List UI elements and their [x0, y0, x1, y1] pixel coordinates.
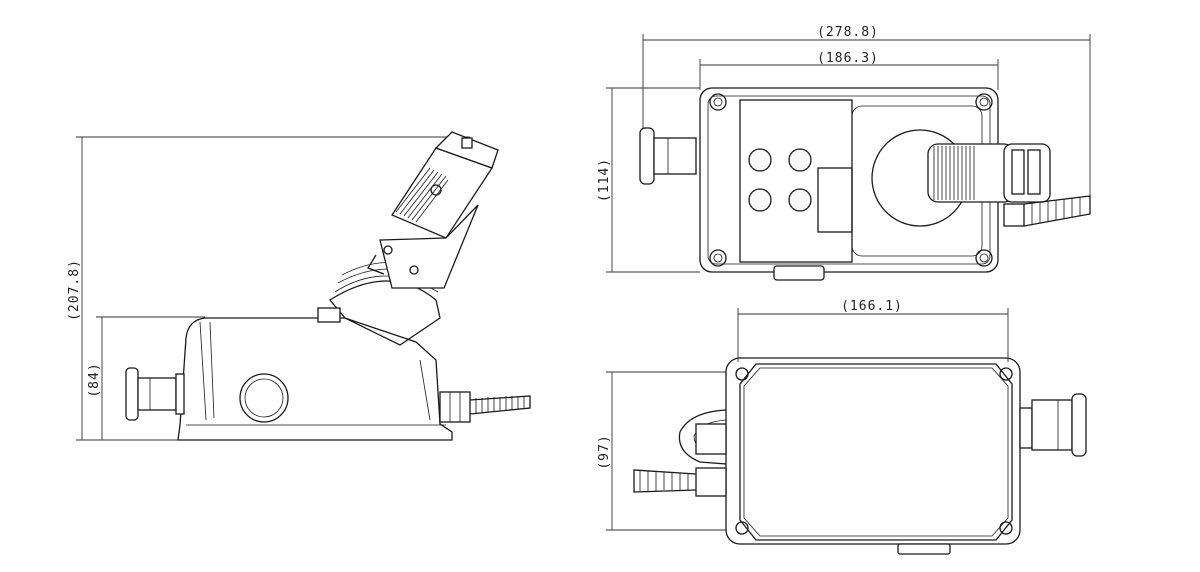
side-view: (207.8) (84) [67, 131, 531, 441]
bottom-joystick [678, 409, 727, 465]
top-view: (278.8) (186.3) (114) [597, 25, 1091, 281]
top-width-total-label: (278.8) [817, 25, 879, 40]
top-emergency-stop [639, 127, 697, 185]
side-emergency-stop [125, 367, 185, 421]
bottom-cable [633, 467, 727, 497]
bottom-plate [725, 357, 1021, 555]
top-dimension-lines [606, 34, 1091, 273]
top-joystick [871, 129, 1051, 227]
side-height-base-label: (84) [87, 362, 102, 397]
side-dimension-lines [76, 136, 470, 441]
top-cable [1003, 195, 1091, 227]
bottom-view: (166.1) (97) [597, 299, 1087, 555]
side-joystick-handle [367, 131, 499, 289]
top-width-body-label: (186.3) [817, 51, 879, 66]
side-cable-gland [439, 391, 531, 423]
side-housing [177, 317, 453, 441]
bottom-emergency-stop [1019, 393, 1087, 457]
top-height-label: (114) [597, 158, 612, 202]
bottom-width-label: (166.1) [841, 299, 903, 314]
side-height-total-label: (207.8) [67, 259, 82, 321]
bottom-height-label: (97) [597, 434, 612, 469]
bottom-dimension-lines [606, 308, 1009, 531]
